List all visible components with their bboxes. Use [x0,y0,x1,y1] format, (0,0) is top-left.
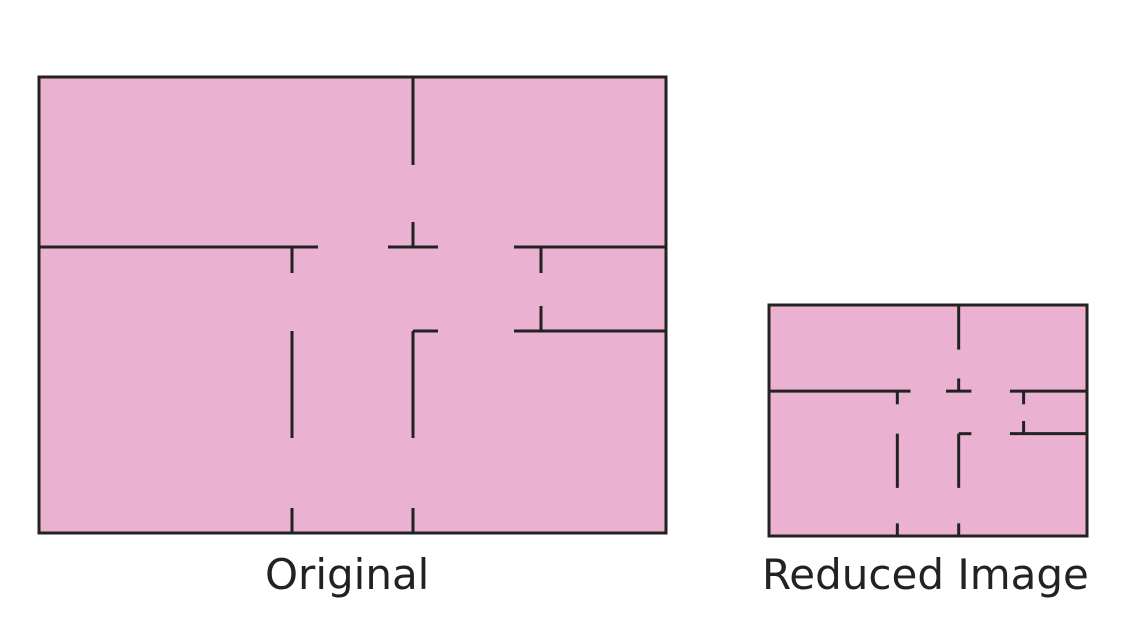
caption-reduced-image: Reduced Image [762,550,1089,599]
floor-plan-outline [37,75,668,535]
floor-plan-original [37,75,668,535]
floor-plan-diagram [37,75,1089,538]
floor-plan-outline [767,303,1089,538]
caption-original: Original [265,550,430,599]
floor-plan-reduced [767,303,1089,538]
